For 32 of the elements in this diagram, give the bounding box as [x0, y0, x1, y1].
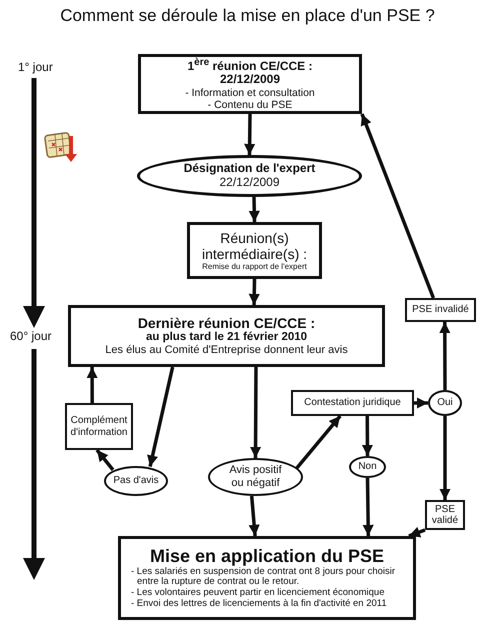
- arrow: [414, 397, 428, 409]
- arrow: [360, 113, 436, 299]
- arrow: [408, 526, 426, 538]
- process-box: Dernière réunion CE/CCE : au plus tard le 21 février 2010 Les élus au Comité d'Entreprise donnent leur avis: [68, 305, 385, 367]
- timeline-label: 1° jour: [18, 60, 53, 74]
- arrow: [248, 496, 260, 536]
- process-box: Mise en application du PSE - Les salariés en suspension de contrat ont 8 jours pour choisir entre la rupture de contrat ou le retour. - Les volontaires peuvent partir en licenciement économique - Envoi des lettres de licenciements à la fin d'activité en 2011: [118, 536, 416, 620]
- process-box: Complément d'information: [65, 403, 133, 450]
- process-box: Réunion(s) intermédiaire(s) : Remise du rapport de l'expert: [187, 222, 322, 279]
- arrow: [250, 367, 262, 458]
- diagram-title: Comment se déroule la mise en place d'un PSE ?: [59, 6, 436, 26]
- arrow: [248, 196, 260, 222]
- process-ellipse: Désignation de l'expert 22/12/2009: [137, 155, 362, 197]
- arrow: [96, 448, 114, 471]
- arrow: [362, 416, 374, 456]
- process-ellipse: Pas d'avis: [104, 466, 168, 496]
- arrow: [147, 366, 174, 467]
- process-ellipse: Avis positif ou négatif: [208, 458, 303, 496]
- arrow: [86, 367, 98, 403]
- process-box: 1$^{ère}$ réunion CE/CCE : 22/12/2009 - Information et consultation - Contenu du PSE: [138, 54, 362, 114]
- process-ellipse: Non: [349, 456, 386, 478]
- timeline-label: 60° jour: [10, 329, 52, 343]
- arrow: [248, 278, 260, 306]
- arrow: [244, 114, 256, 156]
- process-box: PSE validé: [425, 500, 465, 530]
- process-box: Contestation juridique: [291, 390, 414, 416]
- arrow: [439, 416, 451, 500]
- arrow: [295, 414, 342, 470]
- process-ellipse: Oui: [428, 390, 462, 416]
- arrow: [362, 478, 374, 536]
- arrow: [439, 322, 450, 390]
- process-box: PSE invalidé: [405, 298, 476, 322]
